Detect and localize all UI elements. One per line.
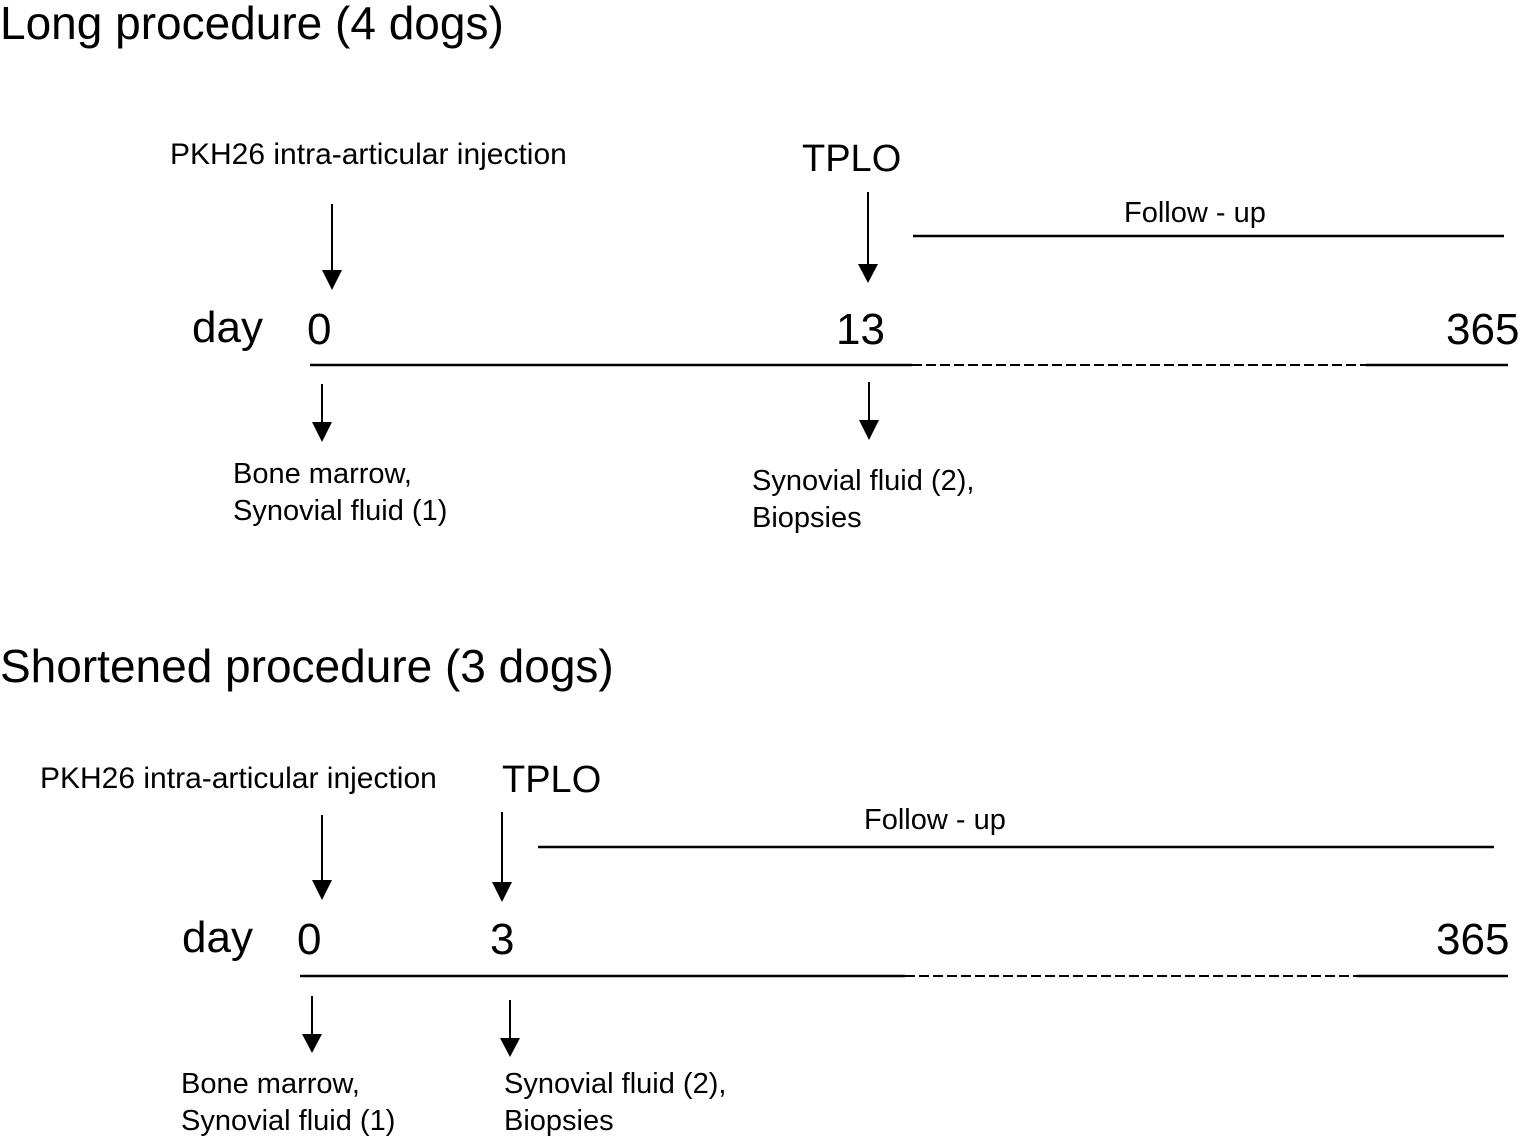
panel-1-day-label: day — [192, 303, 263, 352]
panel-2-day-label: day — [182, 913, 253, 962]
panel-1-injection-label: PKH26 intra-articular injection — [170, 138, 567, 171]
panel-2-followup-label: Follow - up — [864, 804, 1006, 836]
panel-1-sample-day-13: Synovial fluid (2), Biopsies — [752, 465, 975, 534]
panel-1-sample-arrow-day-0 — [312, 384, 332, 442]
panel-2-sample-day-3: Synovial fluid (2), Biopsies — [504, 1068, 727, 1137]
panel-2-sample-arrow-day-3 — [500, 1000, 520, 1057]
panel-1-injection-arrow — [322, 204, 342, 290]
panel-2-tick-day-365: 365 — [1436, 915, 1510, 964]
panel-1-sample-arrow-day-13 — [859, 382, 879, 440]
panel-1-tick-day-0: 0 — [307, 305, 332, 354]
panel-2-tplo-label: TPLO — [502, 759, 602, 801]
panel-1-tplo-arrow — [858, 192, 878, 283]
panel-1-tplo-label: TPLO — [802, 138, 902, 180]
panel-1-sample-day-0: Bone marrow, Synovial fluid (1) — [233, 458, 448, 527]
panel-2-tplo-arrow — [492, 812, 512, 902]
panel-2-sample-arrow-day-0 — [302, 996, 322, 1053]
panel-1-title: Long procedure (4 dogs) — [0, 0, 504, 49]
panel-2-tick-day-3: 3 — [490, 915, 515, 964]
panel-1-followup-label: Follow - up — [1124, 197, 1266, 229]
panel-1-tick-day-13: 13 — [836, 305, 885, 354]
panel-2-injection-arrow — [312, 815, 332, 900]
panel-2-tick-day-0: 0 — [297, 915, 322, 964]
panel-1-tick-day-365: 365 — [1446, 305, 1520, 354]
panel-2-title: Shortened procedure (3 dogs) — [0, 640, 614, 692]
panel-2-sample-day-0: Bone marrow, Synovial fluid (1) — [181, 1068, 396, 1137]
panel-2-injection-label: PKH26 intra-articular injection — [40, 762, 437, 795]
